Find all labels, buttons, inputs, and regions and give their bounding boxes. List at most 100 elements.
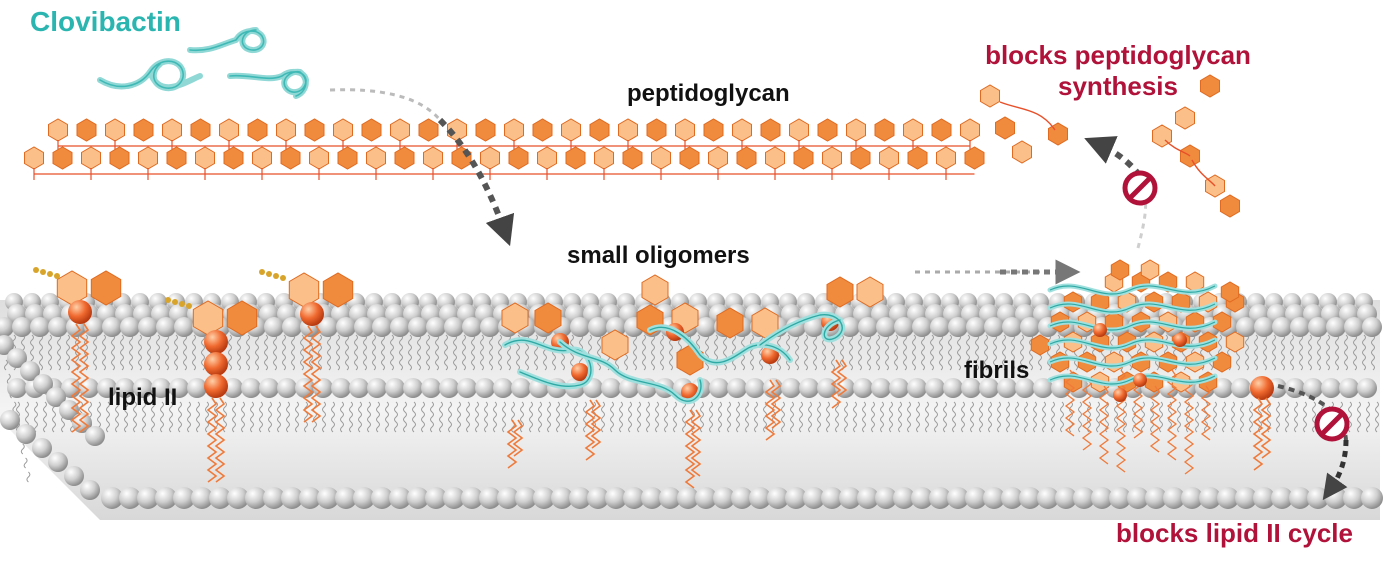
blocks-pg-line2: synthesis [1058, 71, 1178, 101]
lipid-tail [997, 401, 1001, 433]
lipid-headgroup [1213, 378, 1233, 398]
lipid-tail [889, 401, 893, 433]
lipid-tail [610, 401, 614, 433]
lipid-tail [584, 399, 596, 461]
lipid-tail [417, 334, 421, 371]
lipid-tail [830, 359, 842, 409]
clovibactin-chain-outline [1049, 303, 1216, 313]
lipid-headgroup [1002, 317, 1022, 337]
lipid-tail [1096, 401, 1100, 433]
lipid-headgroup [259, 378, 279, 398]
lipid-headgroup [174, 317, 194, 337]
lipid-tail [259, 401, 263, 433]
sugar-hexagon [1030, 334, 1050, 356]
lipid-tail [970, 401, 974, 433]
lipid-headgroup [102, 317, 122, 337]
lipid-headgroup [840, 317, 860, 337]
prenyl-unit [172, 299, 178, 305]
lipid-tail [871, 401, 875, 433]
lipid-tail [1252, 397, 1264, 471]
lipid-tail [1272, 334, 1276, 371]
pyrophosphate-sphere [1250, 376, 1274, 400]
lipid-headgroup [799, 378, 819, 398]
prenyl-unit [273, 273, 279, 279]
lipid-tail [1033, 401, 1037, 433]
sugar-hexagon [732, 118, 752, 142]
lipid-tail [1344, 334, 1348, 371]
prenyl-unit [266, 271, 272, 277]
lipid-tail [673, 401, 677, 433]
pyrophosphate-sphere [204, 352, 228, 376]
lipid-tail [1348, 401, 1352, 433]
lipid-tail [655, 401, 659, 433]
sugar-hexagon [475, 118, 496, 142]
sugar-hexagon [1175, 106, 1195, 130]
lipid-tail [48, 334, 52, 371]
lipid-tail [921, 334, 925, 371]
lipid-tail [165, 334, 169, 371]
lipid-headgroup [677, 487, 699, 509]
lipid-tail [966, 334, 970, 371]
sugar-hexagon [390, 118, 410, 142]
lipid-tail [399, 334, 403, 371]
lipid-ii-molecules [33, 267, 354, 483]
lipid-tail [1357, 401, 1361, 433]
sugar-hexagon [679, 146, 700, 170]
sugar-hexagon [907, 146, 928, 170]
sugar-hexagon [276, 118, 296, 142]
lipid-tail [133, 401, 137, 433]
sugar-hexagon [361, 118, 382, 142]
lipid-tail [196, 401, 200, 433]
lipid-headgroup [138, 317, 158, 337]
lipid-tail [480, 334, 484, 371]
lipid-headgroup [1020, 317, 1040, 337]
clovibactin-chain-outline [1049, 321, 1216, 331]
lipid-headgroup [59, 400, 79, 420]
lipid-tail [453, 334, 457, 371]
lipid-headgroup [803, 487, 825, 509]
lipid-tail [764, 379, 776, 441]
lipid-tail [844, 401, 848, 433]
sugar-hexagon [333, 118, 353, 142]
lipid-headgroup [407, 487, 429, 509]
lipid-tail [223, 401, 227, 433]
lipid-tail [770, 379, 782, 429]
peptide-crosslink [999, 101, 1056, 131]
lipid-headgroup [421, 378, 441, 398]
lipid-tail [115, 401, 119, 433]
lipid-tail [1303, 401, 1307, 433]
sugar-hexagon [504, 118, 524, 142]
lipid-headgroup [925, 378, 945, 398]
lipid-headgroup [511, 378, 531, 398]
lipid-headgroup [965, 487, 987, 509]
sugar-hexagon [480, 146, 500, 170]
sugar-hexagon [133, 118, 154, 142]
lipid-headgroup [1091, 487, 1113, 509]
lipid-headgroup [331, 378, 351, 398]
lipid-headgroup [169, 378, 189, 398]
sugar-hexagon [1200, 74, 1220, 98]
sugar-hexagon [423, 146, 443, 170]
lipid-tail [1002, 334, 1006, 371]
lipid-tail [250, 401, 254, 433]
lipid-headgroup [209, 487, 231, 509]
lipid-headgroup [1217, 487, 1239, 509]
sugar-hexagon [736, 146, 757, 170]
sugar-hexagon [76, 118, 97, 142]
lipid-headgroup [569, 487, 591, 509]
sugar-hexagon [1212, 311, 1232, 333]
lipid-tail [1114, 401, 1118, 433]
lipid-tail [583, 401, 587, 433]
sugar-hexagon [874, 118, 895, 142]
lipid-headgroup [785, 487, 807, 509]
arrow-icon [1322, 439, 1349, 501]
lipid-headgroup [1253, 487, 1275, 509]
sugar-hexagon [52, 146, 73, 170]
sugar-hexagon [90, 270, 122, 306]
lipid-tail [300, 334, 304, 371]
lipid-tail [367, 401, 371, 433]
lipid-headgroup [588, 317, 608, 337]
lipid-tail [93, 334, 97, 371]
lipid-headgroup [390, 317, 410, 337]
pyrophosphate-sphere [204, 330, 228, 354]
